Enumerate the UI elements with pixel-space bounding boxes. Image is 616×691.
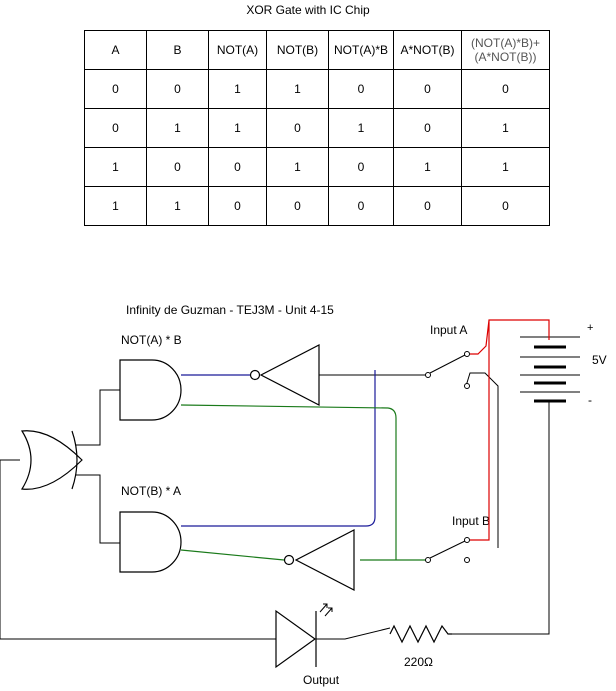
battery: [520, 345, 580, 403]
gate-top-label: NOT(A) * B: [121, 333, 182, 347]
or-input-top-wire: [75, 389, 120, 446]
table-cell: 0: [461, 69, 550, 109]
not-gate-bottom: [294, 529, 355, 591]
truth-table: A B NOT(A) NOT(B) NOT(A)*B A*NOT(B) (NOT…: [84, 30, 550, 226]
input-b-label: Input B: [452, 514, 491, 528]
battery-minus-label: -: [588, 393, 592, 407]
table-row: 0 0 1 1 0 0 0: [84, 69, 550, 109]
green-wire: [180, 404, 428, 561]
table-cell: 1: [266, 69, 329, 109]
header-xor: (NOT(A)*B)+ (A*NOT(B)): [461, 30, 550, 70]
header-not-a: NOT(A): [208, 30, 267, 70]
diagram-title: XOR Gate with IC Chip: [246, 3, 370, 17]
table-cell: 1: [84, 186, 147, 226]
battery-rails: [520, 336, 580, 393]
table-cell: 0: [328, 69, 394, 109]
table-cell: 0: [266, 186, 329, 226]
battery-plus-label: +: [587, 322, 594, 334]
table-cell: 1: [393, 147, 462, 187]
table-cell: 0: [84, 69, 147, 109]
wires: [0, 336, 580, 640]
battery-voltage-label: 5V: [592, 353, 607, 367]
author-label: Infinity de Guzman - TEJ3M - Unit 4-15: [126, 303, 334, 317]
or-gate-back-arc: [71, 430, 78, 490]
table-cell: 1: [208, 69, 267, 109]
table-cell: 1: [146, 186, 209, 226]
blue-wire: [181, 370, 376, 527]
switch-a: [425, 351, 470, 389]
resistor: [389, 624, 452, 644]
output-label: Output: [303, 673, 340, 687]
switch-b: [425, 537, 470, 563]
table-cell: 0: [328, 186, 394, 226]
and-gate-top: [119, 359, 182, 421]
led: [275, 609, 317, 669]
table-header-row: A B NOT(A) NOT(B) NOT(A)*B A*NOT(B) (NOT…: [84, 30, 550, 70]
header-a-and-not-b: A*NOT(B): [393, 30, 462, 70]
table-cell: 0: [461, 186, 550, 226]
table-cell: 1: [461, 147, 550, 187]
not-gate-top-bubble: [249, 369, 261, 381]
not-gate-top: [259, 344, 320, 406]
table-cell: 0: [393, 69, 462, 109]
or-input-bottom-wire: [75, 474, 120, 544]
header-not-a-and-b: NOT(A)*B: [328, 30, 394, 70]
table-cell: 0: [393, 108, 462, 148]
resistor-battery-wire: [452, 400, 550, 635]
table-cell: 0: [266, 108, 329, 148]
led-resistor-wire: [316, 627, 391, 640]
or-gate: [20, 430, 83, 490]
table-cell: 0: [208, 147, 267, 187]
input-a-label: Input A: [430, 323, 468, 337]
or-output-wire: [0, 459, 276, 640]
switch-a-lower-wire: [465, 372, 499, 548]
red-wire: [470, 319, 550, 541]
not-gate-bottom-bubble: [283, 554, 295, 566]
table-row: 1 1 0 0 0 0 0: [84, 186, 550, 226]
table-cell: 1: [146, 108, 209, 148]
table-cell: 0: [208, 186, 267, 226]
and-gate-bottom: [119, 511, 182, 573]
resistor-label: 220Ω: [404, 655, 433, 669]
light-arrows-icon: [319, 603, 333, 617]
header-a: A: [84, 30, 147, 70]
table-cell: 0: [328, 147, 394, 187]
table-row: 1 0 0 1 0 1 1: [84, 147, 550, 187]
table-cell: 1: [208, 108, 267, 148]
header-b: B: [146, 30, 209, 70]
table-cell: 0: [84, 108, 147, 148]
gate-bottom-label: NOT(B) * A: [121, 484, 182, 498]
